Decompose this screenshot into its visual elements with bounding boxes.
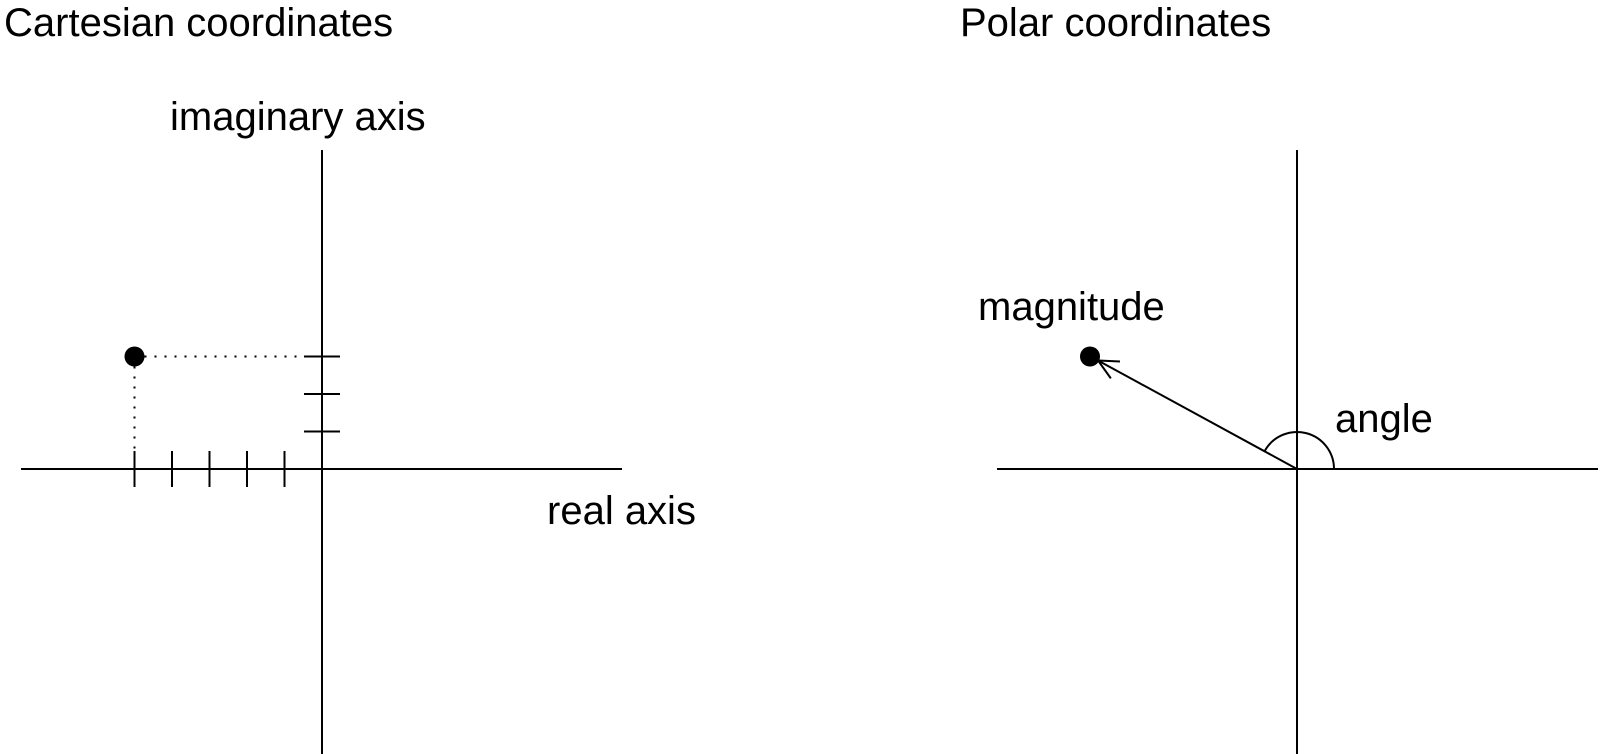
- magnitude-vector: [1097, 359, 1298, 470]
- real-axis-label: real axis: [547, 489, 696, 533]
- cartesian-title: Cartesian coordinates: [4, 1, 393, 45]
- imaginary-axis-label: imaginary axis: [170, 95, 426, 139]
- cartesian-point: [124, 346, 145, 367]
- polar-title: Polar coordinates: [960, 1, 1271, 45]
- polar-panel: Polar coordinates magnitude angle: [960, 1, 1598, 754]
- imaginary-axis-ticks: [304, 355, 340, 433]
- cartesian-panel: Cartesian coordinates imaginary axis rea…: [4, 1, 696, 754]
- magnitude-label: magnitude: [978, 285, 1165, 329]
- angle-label: angle: [1335, 397, 1433, 441]
- angle-arc: [1263, 431, 1335, 470]
- polar-point: [1080, 346, 1100, 367]
